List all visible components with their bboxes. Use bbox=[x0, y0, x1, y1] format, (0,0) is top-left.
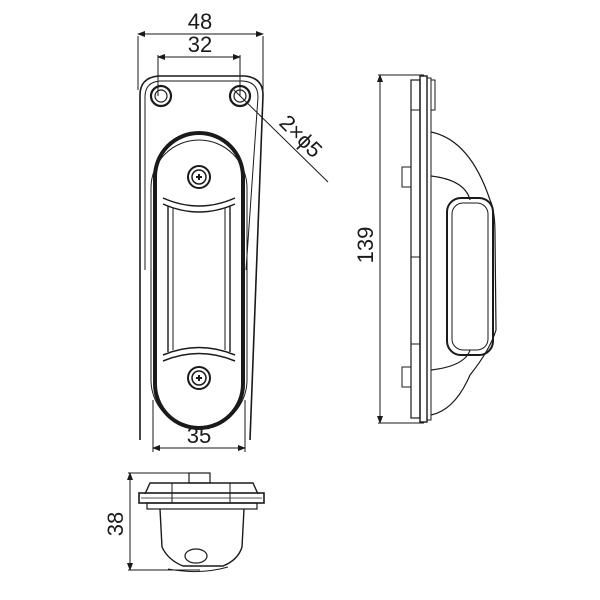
dimension-38: 38 bbox=[103, 472, 200, 571]
dimension-139: 139 bbox=[353, 74, 424, 424]
side-view: 139 bbox=[353, 74, 497, 424]
dimension-label-35: 35 bbox=[187, 423, 211, 448]
mounting-hole-left bbox=[149, 84, 173, 108]
bottom-view: 38 bbox=[103, 472, 265, 573]
dimension-35: 35 bbox=[152, 400, 246, 452]
front-view: 48 32 2×ϕ5 35 bbox=[137, 9, 329, 452]
cup-body bbox=[159, 508, 245, 567]
handle-body bbox=[430, 131, 497, 416]
dimension-label-48: 48 bbox=[188, 9, 212, 34]
dimension-label-139: 139 bbox=[353, 227, 378, 264]
dimension-label-32: 32 bbox=[188, 32, 212, 57]
dimension-32: 32 bbox=[157, 32, 241, 96]
base-plate-outline bbox=[139, 75, 264, 441]
grip-loop bbox=[446, 197, 494, 356]
screw-top bbox=[187, 165, 211, 189]
dimension-label-38: 38 bbox=[103, 512, 128, 536]
dimension-48: 48 bbox=[137, 9, 264, 90]
callout-holes: 2×ϕ5 bbox=[233, 89, 329, 183]
callout-label-holes: 2×ϕ5 bbox=[274, 110, 327, 163]
screw-bottom bbox=[187, 366, 211, 390]
